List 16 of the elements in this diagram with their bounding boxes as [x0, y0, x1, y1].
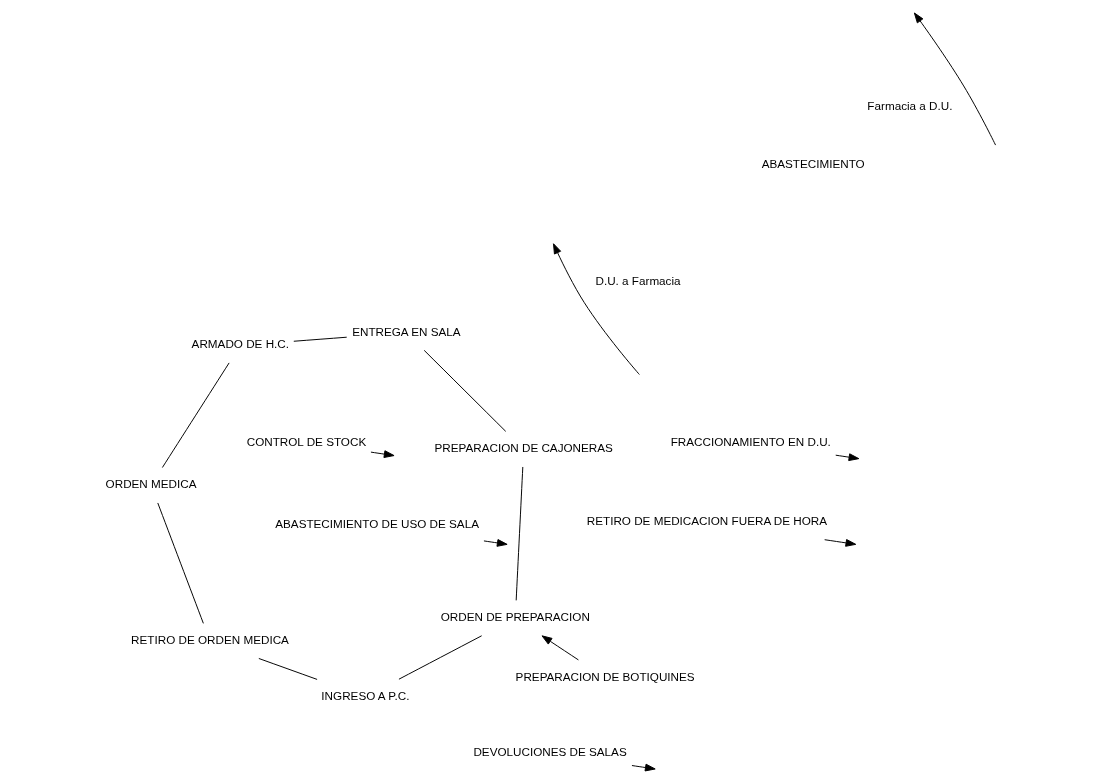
node-text: ABASTECIMIENTO DE USO DE SALA	[275, 516, 479, 530]
node-text: ORDEN MEDICA	[105, 477, 197, 491]
legend-label: D.U. a Farmacia	[595, 273, 681, 287]
node-text: RETIRO DE MEDICACION FUERA DE HORA	[586, 514, 828, 528]
node-text: ARMADO DE H.C.	[191, 337, 290, 351]
node-text: ENTREGA EN SALA	[352, 324, 461, 338]
node-text: PREPARACION DE CAJONERAS	[434, 441, 613, 455]
node-text: ORDEN DE PREPARACION	[440, 610, 590, 624]
label: ABASTECIMIENTO	[761, 157, 865, 171]
node-text: DEVOLUCIONES DE SALAS	[473, 745, 627, 759]
node-text: CONTROL DE STOCK	[246, 434, 367, 448]
legend-label: Farmacia a D.U.	[867, 98, 953, 112]
node-text: FRACCIONAMIENTO EN D.U.	[670, 434, 831, 448]
node-text: PREPARACION DE BOTIQUINES	[515, 669, 695, 683]
node-text: RETIRO DE ORDEN MEDICA	[131, 632, 289, 646]
node-text: INGRESO A P.C.	[321, 688, 410, 702]
